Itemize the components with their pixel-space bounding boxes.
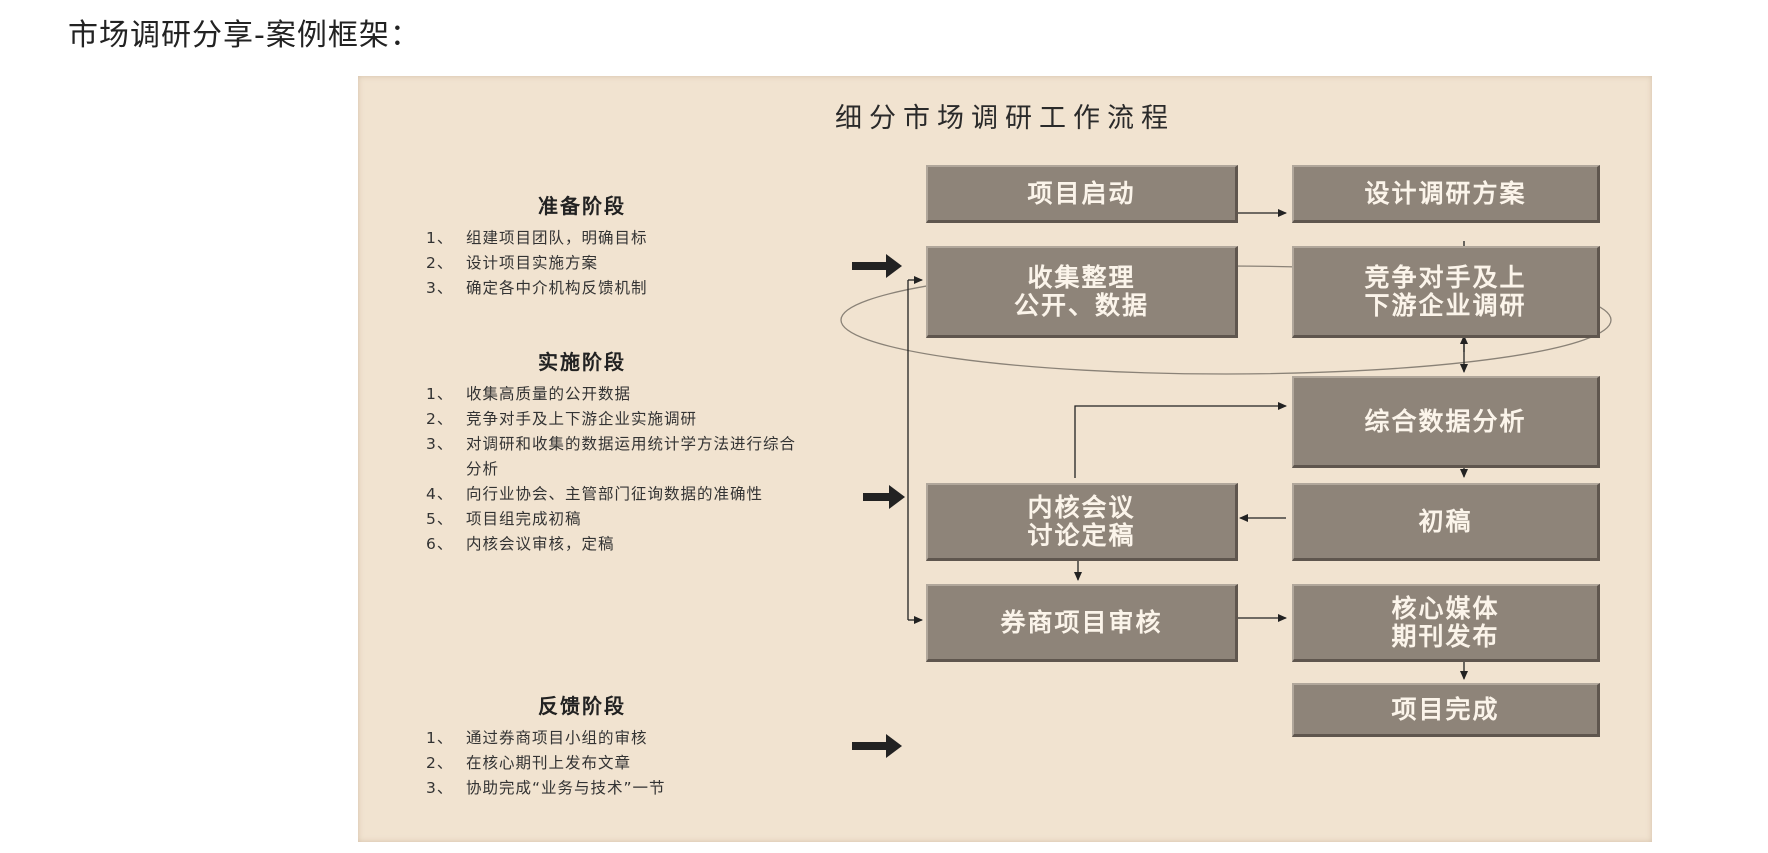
box-draft: 初稿 — [1292, 483, 1600, 561]
list-item: 1、组建项目团队，明确目标 — [426, 229, 648, 247]
box-project-complete: 项目完成 — [1292, 683, 1600, 737]
stage-list-implement: 1、收集高质量的公开数据 2、竞争对手及上下游企业实施调研 3、对调研和收集的数… — [426, 382, 796, 557]
box-broker-review: 券商项目审核 — [926, 584, 1238, 662]
stage-title-implement: 实施阶段 — [538, 350, 626, 374]
list-item: 2、竞争对手及上下游企业实施调研 — [426, 410, 698, 428]
diagram-title: 细分市场调研工作流程 — [835, 103, 1175, 134]
list-item: 5、项目组完成初稿 — [426, 510, 582, 528]
stage-arrow-feedback — [852, 734, 902, 758]
list-item: 2、设计项目实施方案 — [426, 254, 599, 272]
box-project-start: 项目启动 — [926, 165, 1238, 223]
stage-arrow-implement — [863, 485, 905, 509]
list-item: 2、在核心期刊上发布文章 — [426, 754, 632, 772]
box-internal-review: 内核会议 讨论定稿 — [926, 483, 1238, 561]
box-media-publish: 核心媒体 期刊发布 — [1292, 584, 1600, 662]
list-item: 1、收集高质量的公开数据 — [426, 385, 632, 403]
list-item: 3、对调研和收集的数据运用统计学方法进行综合分析 — [426, 435, 797, 478]
stage-title-prepare: 准备阶段 — [538, 194, 626, 218]
stage-list-feedback: 1、通过券商项目小组的审核 2、在核心期刊上发布文章 3、协助完成“业务与技术”… — [426, 726, 786, 801]
list-item: 3、协助完成“业务与技术”一节 — [426, 779, 666, 797]
list-item: 1、通过券商项目小组的审核 — [426, 729, 648, 747]
workflow-diagram: 细分市场调研工作流程 准备阶段 1、组建项目团队，明确目标 2、设计项目实施方案… — [358, 76, 1652, 842]
box-design-plan: 设计调研方案 — [1292, 165, 1600, 223]
list-item: 6、内核会议审核，定稿 — [426, 535, 615, 553]
list-item: 3、确定各中介机构反馈机制 — [426, 279, 648, 297]
stage-arrow-prepare — [852, 254, 902, 278]
stage-list-prepare: 1、组建项目团队，明确目标 2、设计项目实施方案 3、确定各中介机构反馈机制 — [426, 226, 786, 301]
list-item: 4、向行业协会、主管部门征询数据的准确性 — [426, 485, 764, 503]
page-title: 市场调研分享-案例框架： — [68, 18, 421, 53]
box-collect-public-data: 收集整理 公开、数据 — [926, 246, 1238, 338]
box-competitor-research: 竞争对手及上 下游企业调研 — [1292, 246, 1600, 338]
arrow-review-to-analysis — [1074, 402, 1287, 478]
box-comprehensive-analysis: 综合数据分析 — [1292, 376, 1600, 468]
stage-title-feedback: 反馈阶段 — [538, 694, 626, 718]
